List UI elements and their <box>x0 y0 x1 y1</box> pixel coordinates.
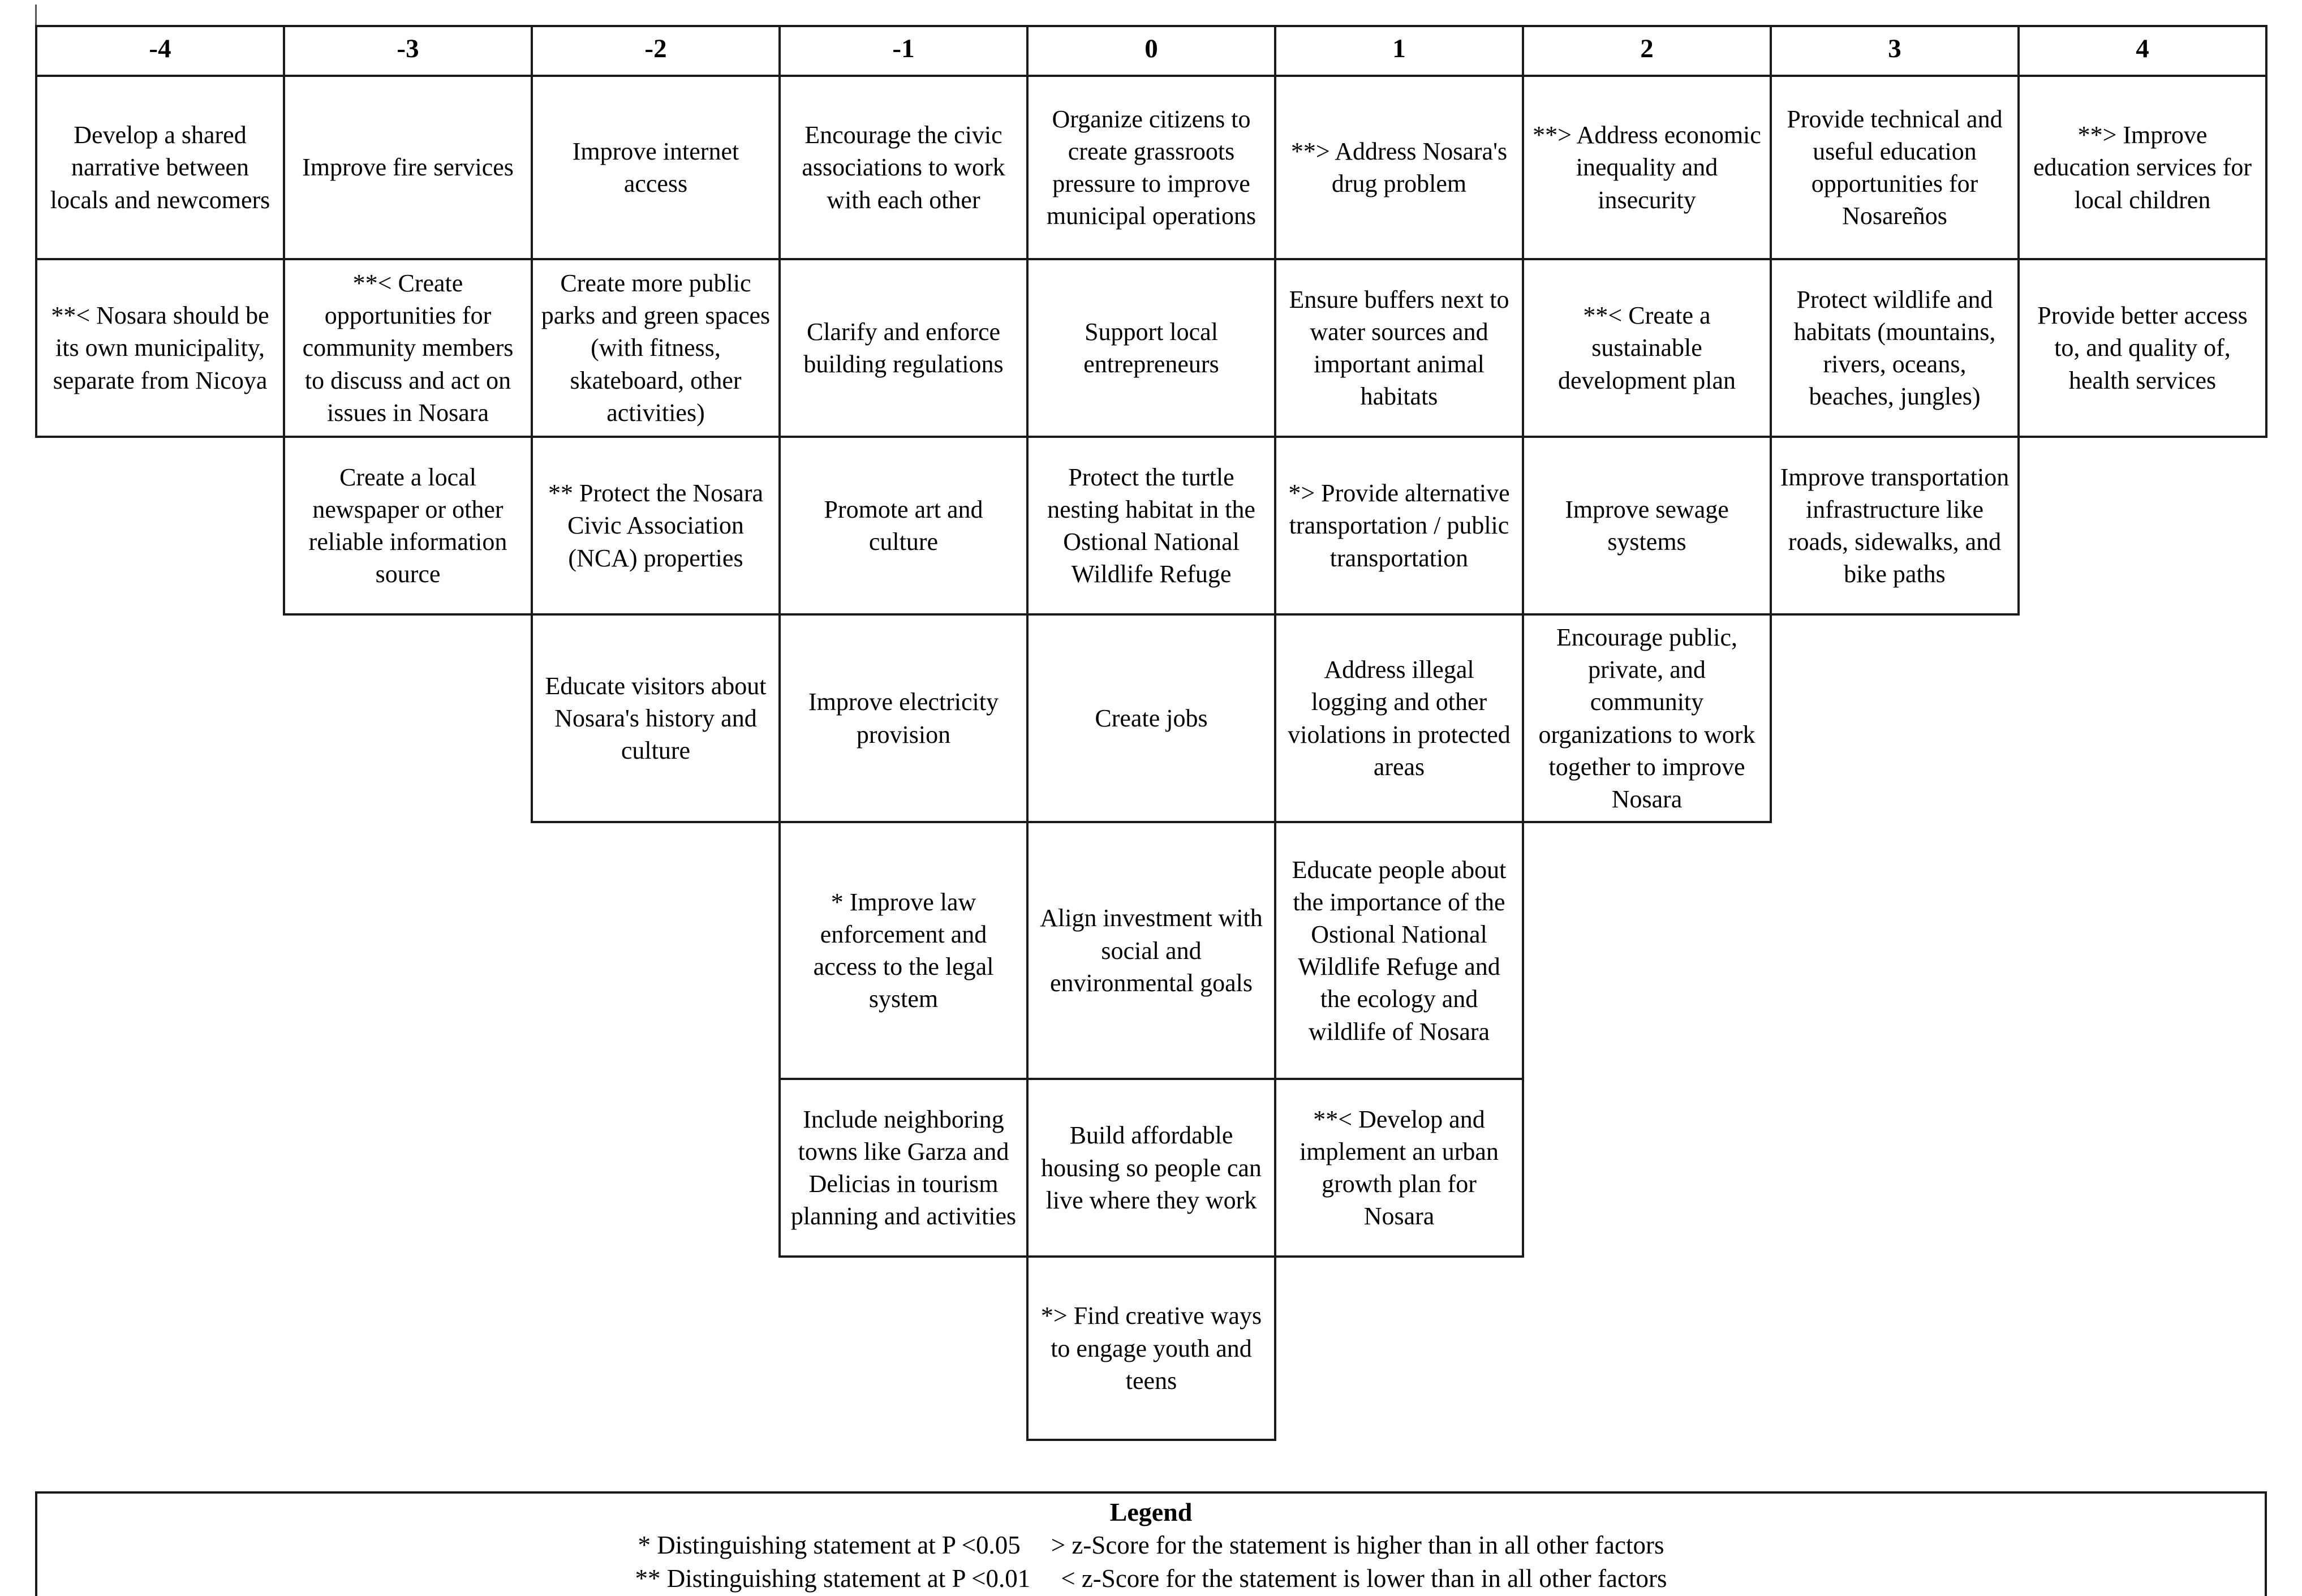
statement-cell: Improve internet access <box>531 75 781 260</box>
column-header-2: 2 <box>1522 25 1772 77</box>
statement-cell: Improve sewage systems <box>1522 436 1772 616</box>
statement-cell: Build affordable housing so people can l… <box>1026 1078 1276 1258</box>
empty-slot <box>36 1079 284 1257</box>
empty-slot <box>1523 1257 1771 1440</box>
statement-cell: Ensure buffers next to water sources and… <box>1274 258 1524 438</box>
legend-table: Legend * Distinguishing statement at P <… <box>35 1491 2267 1596</box>
statement-cell: **< Create opportunities for community m… <box>283 258 533 438</box>
statement-cell: Encourage the civic associations to work… <box>778 75 1029 260</box>
empty-slot <box>1771 1257 2019 1440</box>
statement-cell: * Improve law enforcement and access to … <box>778 821 1029 1081</box>
statement-cell: Support local entrepreneurs <box>1026 258 1276 438</box>
statement-cell: Protect the turtle nesting habitat in th… <box>1026 436 1276 616</box>
legend-line-p05: * Distinguishing statement at P <0.05 > z… <box>37 1529 2265 1562</box>
statement-cell: Create jobs <box>1026 613 1276 824</box>
statement-cell: **> Improve education services for local… <box>2017 75 2267 260</box>
empty-slot <box>36 614 284 822</box>
statement-row: Develop a shared narrative between local… <box>35 75 2267 260</box>
column-header-0: 0 <box>1026 25 1276 77</box>
statement-cell: **< Develop and implement an urban growt… <box>1274 1078 1524 1258</box>
legend-higher-label: > z-Score for the statement is higher th… <box>1051 1531 1664 1560</box>
statement-cell: Improve electricity provision <box>778 613 1029 824</box>
column-header--4: -4 <box>35 25 285 77</box>
empty-slot <box>1771 614 2019 822</box>
statement-cell: Develop a shared narrative between local… <box>35 75 285 260</box>
statement-cell: Educate people about the importance of t… <box>1274 821 1524 1081</box>
column-header-3: 3 <box>1770 25 2020 77</box>
statement-row: Create a local newspaper or other reliab… <box>36 436 2266 616</box>
column-header-1: 1 <box>1274 25 1524 77</box>
empty-slot <box>2019 822 2266 1079</box>
empty-slot <box>2019 1079 2266 1257</box>
legend-line-p01: ** Distinguishing statement at P <0.01 < … <box>37 1562 2265 1595</box>
statement-cell: Provide better access to, and quality of… <box>2017 258 2267 438</box>
legend-container: Legend * Distinguishing statement at P <… <box>35 1491 2267 1596</box>
statement-cell: ** Protect the Nosara Civic Association … <box>531 436 781 616</box>
column-header--2: -2 <box>531 25 781 77</box>
statement-cell: Include neighboring towns like Garza and… <box>778 1078 1029 1258</box>
statement-row: Educate visitors about Nosara's history … <box>36 613 2266 824</box>
empty-slot <box>36 822 284 1079</box>
empty-slot <box>2019 614 2266 822</box>
statement-row: **< Nosara should be its own municipalit… <box>35 258 2267 438</box>
statement-cell: Promote art and culture <box>778 436 1029 616</box>
qsort-grid-table: -4 -3 -2 -1 0 1 2 3 4 Develop a shared n… <box>35 25 2267 1442</box>
empty-slot <box>284 1079 532 1257</box>
empty-slot <box>532 822 780 1079</box>
statement-cell: Educate visitors about Nosara's history … <box>531 613 781 824</box>
empty-slot <box>36 437 284 614</box>
legend-cell: Legend * Distinguishing statement at P <… <box>35 1491 2267 1596</box>
column-header--1: -1 <box>778 25 1029 77</box>
statement-cell: Create more public parks and green space… <box>531 258 781 438</box>
statement-cell: *> Provide alternative transportation / … <box>1274 436 1524 616</box>
empty-slot <box>284 822 532 1079</box>
statement-cell: **> Address Nosara's drug problem <box>1274 75 1524 260</box>
scan-artifact-tick <box>35 5 37 25</box>
statement-row: Include neighboring towns like Garza and… <box>36 1078 2266 1258</box>
empty-slot <box>1771 1079 2019 1257</box>
legend-p05-label: * Distinguishing statement at P <0.05 <box>638 1531 1021 1560</box>
statement-cell: **< Nosara should be its own municipalit… <box>35 258 285 438</box>
qsort-grid-container: -4 -3 -2 -1 0 1 2 3 4 Develop a shared n… <box>35 25 2267 1442</box>
legend-lower-label: < z-Score for the statement is lower tha… <box>1061 1564 1667 1593</box>
statement-cell: *> Find creative ways to engage youth an… <box>1026 1255 1276 1442</box>
statement-cell: Create a local newspaper or other reliab… <box>283 436 533 616</box>
empty-slot <box>1275 1257 1523 1440</box>
statement-cell: **> Address economic inequality and inse… <box>1522 75 1772 260</box>
empty-slot <box>2019 437 2266 614</box>
column-header-4: 4 <box>2017 25 2267 77</box>
empty-slot <box>36 1257 284 1440</box>
statement-row: *> Find creative ways to engage youth an… <box>36 1255 2266 1442</box>
statement-cell: Address illegal logging and other violat… <box>1274 613 1524 824</box>
statement-cell: Encourage public, private, and community… <box>1522 613 1772 824</box>
empty-slot <box>780 1257 1027 1440</box>
empty-slot <box>284 614 532 822</box>
empty-slot <box>1523 1079 1771 1257</box>
empty-slot <box>1771 822 2019 1079</box>
empty-slot <box>284 1257 532 1440</box>
column-header--3: -3 <box>283 25 533 77</box>
legend-p01-label: ** Distinguishing statement at P <0.01 <box>635 1564 1031 1593</box>
statement-cell: Protect wildlife and habitats (mountains… <box>1770 258 2020 438</box>
statement-cell: Provide technical and useful education o… <box>1770 75 2020 260</box>
column-header-row: -4 -3 -2 -1 0 1 2 3 4 <box>35 25 2267 77</box>
empty-slot <box>1523 822 1771 1079</box>
empty-slot <box>532 1079 780 1257</box>
statement-cell: Organize citizens to create grassroots p… <box>1026 75 1276 260</box>
statement-cell: Improve fire services <box>283 75 533 260</box>
legend-title: Legend <box>1109 1498 1193 1526</box>
statement-row: * Improve law enforcement and access to … <box>36 821 2266 1081</box>
empty-slot <box>532 1257 780 1440</box>
empty-slot <box>2019 1257 2266 1440</box>
statement-cell: **< Create a sustainable development pla… <box>1522 258 1772 438</box>
statement-cell: Improve transportation infrastructure li… <box>1770 436 2020 616</box>
statement-cell: Align investment with social and environ… <box>1026 821 1276 1081</box>
statement-cell: Clarify and enforce building regulations <box>778 258 1029 438</box>
